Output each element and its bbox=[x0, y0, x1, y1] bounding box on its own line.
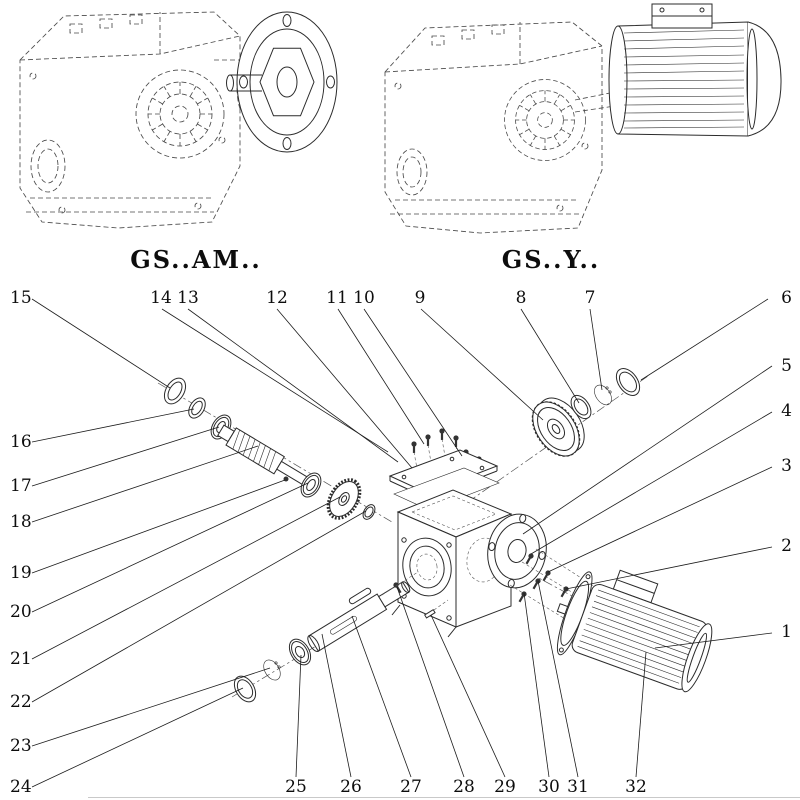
callout-label-1: 1 bbox=[781, 622, 792, 642]
callout-label-14: 14 bbox=[150, 288, 172, 308]
callout-label-7: 7 bbox=[585, 288, 596, 308]
callout-label-5: 5 bbox=[781, 356, 792, 376]
gearbox-y-housing-outline bbox=[384, 21, 616, 234]
callout-label-16: 16 bbox=[10, 432, 32, 452]
output-shaft-assembly bbox=[233, 571, 449, 703]
callout-label-15: 15 bbox=[10, 288, 32, 308]
callout-label-20: 20 bbox=[10, 602, 32, 622]
am-output-flange bbox=[226, 11, 338, 153]
cover-screw-icon bbox=[424, 433, 432, 448]
callout-label-28: 28 bbox=[453, 777, 475, 797]
mount-screw-icon bbox=[516, 589, 529, 605]
callout-label-26: 26 bbox=[340, 777, 362, 797]
callout-label-18: 18 bbox=[10, 512, 32, 532]
part-pin-19 bbox=[283, 476, 289, 482]
callout-label-13: 13 bbox=[177, 288, 199, 308]
callout-labels: 1 2 3 4 5 6 7 8 9 10 11 12 13 14 15 16 1… bbox=[10, 288, 792, 797]
callout-label-19: 19 bbox=[10, 563, 32, 583]
part-ring-6 bbox=[615, 368, 641, 396]
part-gear-21 bbox=[326, 478, 362, 520]
part-helical-gear-9 bbox=[531, 397, 585, 457]
callout-label-4: 4 bbox=[781, 401, 792, 421]
part-seal-ring-15 bbox=[163, 377, 187, 405]
part-ring-22 bbox=[362, 504, 376, 520]
cover-screw-icon bbox=[438, 427, 446, 442]
cover-assembly bbox=[388, 427, 500, 511]
input-shaft-assembly bbox=[163, 377, 376, 520]
callout-label-22: 22 bbox=[10, 692, 32, 712]
gearbox-y-drawing bbox=[384, 3, 782, 234]
callout-label-9: 9 bbox=[415, 288, 426, 308]
part-washer-24 bbox=[233, 675, 257, 703]
cover-screw-icon bbox=[452, 434, 460, 449]
callout-label-6: 6 bbox=[781, 288, 792, 308]
callout-label-2: 2 bbox=[781, 536, 792, 556]
gearbox-am-housing-outline bbox=[19, 11, 250, 229]
part-ring-16 bbox=[188, 397, 206, 419]
part-output-flange-5 bbox=[487, 513, 547, 589]
gear-axis-assembly bbox=[531, 368, 641, 457]
callout-label-30: 30 bbox=[538, 777, 560, 797]
callout-label-8: 8 bbox=[516, 288, 527, 308]
part-circlip-23 bbox=[263, 659, 281, 681]
part-circlip-7 bbox=[594, 384, 612, 406]
part-bearing-25 bbox=[288, 638, 312, 666]
gearbox-am-drawing bbox=[19, 11, 338, 229]
part-motor-1 bbox=[556, 569, 713, 693]
callout-label-32: 32 bbox=[625, 777, 647, 797]
callout-label-11: 11 bbox=[326, 288, 348, 308]
callout-label-29: 29 bbox=[494, 777, 516, 797]
part-output-shaft-26 bbox=[307, 581, 411, 652]
model-label-right: GS..Y.. bbox=[502, 245, 600, 274]
callout-label-12: 12 bbox=[266, 288, 288, 308]
callout-label-10: 10 bbox=[353, 288, 375, 308]
callout-label-21: 21 bbox=[10, 649, 32, 669]
callout-label-27: 27 bbox=[400, 777, 422, 797]
y-motor bbox=[608, 3, 782, 137]
callout-label-3: 3 bbox=[781, 456, 792, 476]
cover-screw-icon bbox=[410, 440, 418, 455]
part-ring-8 bbox=[570, 394, 592, 420]
callout-label-31: 31 bbox=[567, 777, 589, 797]
leader-lines bbox=[31, 298, 773, 788]
callout-label-23: 23 bbox=[10, 736, 32, 756]
callout-label-25: 25 bbox=[285, 777, 307, 797]
part-key-27 bbox=[348, 587, 372, 605]
callout-label-24: 24 bbox=[10, 777, 32, 797]
callout-label-17: 17 bbox=[10, 476, 32, 496]
model-label-left: GS..AM.. bbox=[130, 245, 262, 274]
mount-screw-icon bbox=[558, 584, 571, 600]
motor-mount-screws bbox=[509, 548, 601, 623]
